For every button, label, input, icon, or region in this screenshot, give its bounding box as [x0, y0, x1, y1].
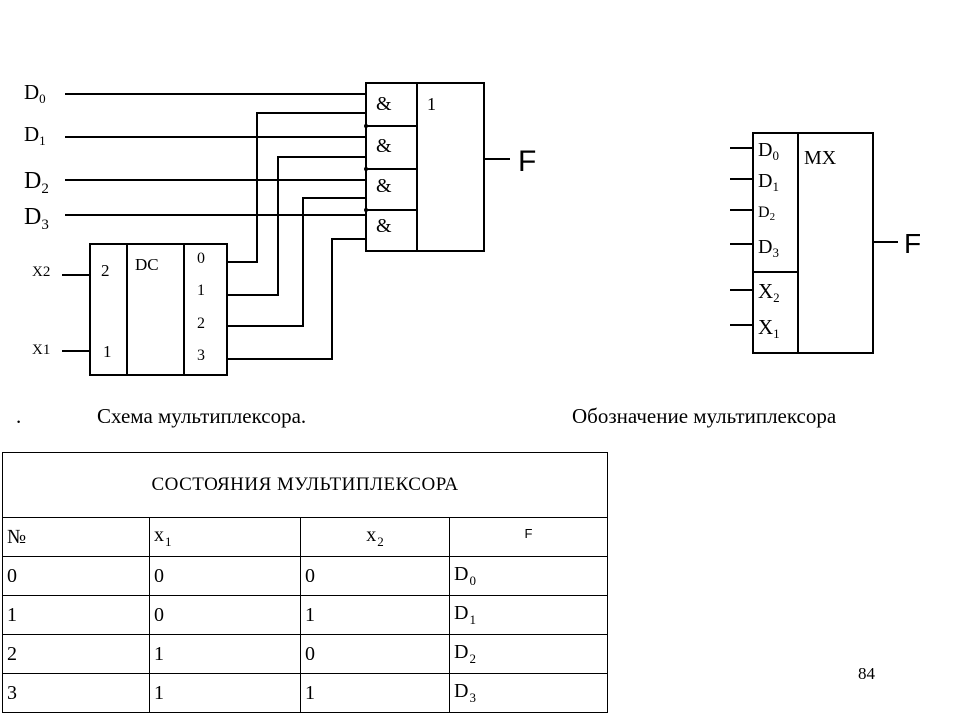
decoder-input-1: 1: [103, 342, 112, 361]
row-f: D0: [449, 556, 608, 596]
header-num: №: [2, 517, 150, 557]
and-gate-2-label: &: [376, 175, 392, 197]
page-number: 84: [858, 664, 875, 683]
header-x2: x2: [300, 517, 450, 557]
decoder-input-2: 2: [101, 261, 110, 280]
row-num: 1: [2, 595, 150, 635]
symbol-output-label: F: [904, 228, 921, 259]
header-x1: x1: [149, 517, 301, 557]
schematic-caption: Схема мультиплексора.: [97, 404, 307, 428]
x1-label: X1: [32, 342, 50, 358]
table-header-row: № x1 x2 F: [2, 517, 608, 557]
row-x2: 1: [300, 595, 450, 635]
row-x2: 1: [300, 673, 450, 713]
or-gate-label: 1: [427, 94, 436, 114]
decoder-block: [89, 243, 228, 376]
decoder-output-1: 1: [197, 282, 205, 299]
table-row: 1 0 1 D1: [2, 595, 608, 635]
schematic-output-label: F: [518, 145, 536, 178]
x2-label: X2: [32, 264, 50, 280]
row-f: D3: [449, 673, 608, 713]
state-table: СОСТОЯНИЯ МУЛЬТИПЛЕКСОРА № x1 x2 F 0 0 0…: [2, 452, 608, 713]
decoder-output-3: 3: [197, 347, 205, 364]
or-gate: [416, 82, 485, 252]
input-label-d3: D3: [24, 204, 49, 233]
symbol-input-d2: D2: [758, 204, 775, 223]
input-label-d0: D0: [24, 80, 46, 106]
table-title: СОСТОЯНИЯ МУЛЬТИПЛЕКСОРА: [2, 452, 608, 518]
table-row: 2 1 0 D2: [2, 634, 608, 674]
row-f: D1: [449, 595, 608, 635]
symbol-input-d3: D3: [758, 236, 779, 260]
caption-dot: .: [16, 404, 22, 428]
symbol-input-d1: D1: [758, 170, 779, 194]
row-f: D2: [449, 634, 608, 674]
decoder-label: DC: [135, 255, 159, 274]
decoder-output-0: 0: [197, 250, 205, 267]
symbol-caption: Обозначение мультиплексора: [572, 404, 837, 428]
symbol-label: MX: [804, 147, 837, 169]
input-label-d1: D1: [24, 122, 46, 148]
symbol-input-x1: X1: [758, 315, 780, 341]
symbol-input-d0: D0: [758, 139, 779, 163]
multiplexer-diagrams: D0 D1 D2 D3 X2 X1 2 1 DC 0 1 2 3 & & & &…: [24, 80, 921, 376]
row-x1: 0: [149, 595, 301, 635]
row-num: 3: [2, 673, 150, 713]
row-x1: 0: [149, 556, 301, 596]
row-x1: 1: [149, 673, 301, 713]
row-x1: 1: [149, 634, 301, 674]
decoder-output-2: 2: [197, 315, 205, 332]
row-num: 2: [2, 634, 150, 674]
symbol-input-x2: X2: [758, 279, 780, 305]
and-gate-0-label: &: [376, 93, 392, 115]
input-label-d2: D2: [24, 168, 49, 197]
table-row: 3 1 1 D3: [2, 673, 608, 713]
and-gate-3-label: &: [376, 215, 392, 237]
and-gate-1-label: &: [376, 135, 392, 157]
header-f: F: [449, 517, 608, 557]
row-x2: 0: [300, 556, 450, 596]
row-x2: 0: [300, 634, 450, 674]
table-row: 0 0 0 D0: [2, 556, 608, 596]
row-num: 0: [2, 556, 150, 596]
